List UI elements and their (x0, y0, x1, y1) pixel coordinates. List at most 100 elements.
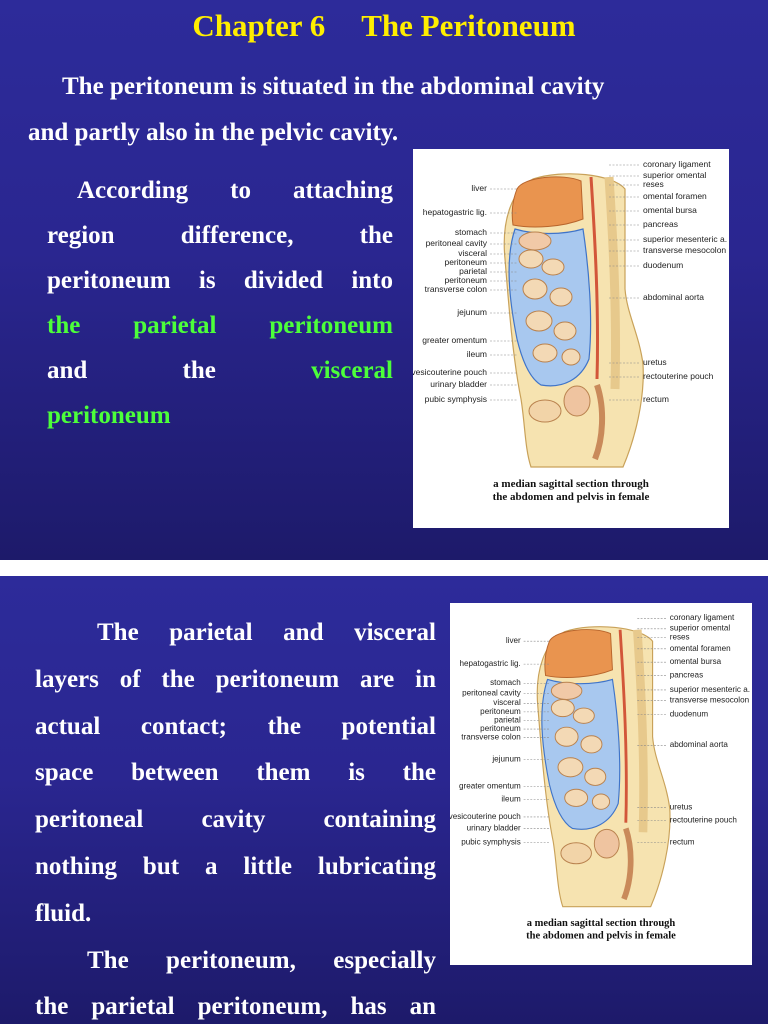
word: attaching (293, 177, 393, 204)
intestine-loop (549, 287, 573, 307)
figure-label: liver (471, 183, 487, 193)
classification-paragraph: According to attaching region difference… (47, 168, 393, 438)
title-chapter: Chapter 6 (192, 8, 326, 43)
uterus-shape (593, 828, 620, 859)
figure-label: jejunum (491, 755, 521, 764)
figure-label: peritoneum (480, 707, 521, 716)
body-line: fluid. (35, 899, 92, 927)
intestine-loop (525, 310, 553, 332)
body-paragraph: The parietal and visceral layers of the … (35, 610, 436, 1024)
para-line-5: and the visceral (47, 348, 393, 393)
figure-caption: the abdomen and pelvis in female (526, 930, 676, 941)
body-line: The peritoneum, especially (87, 946, 436, 974)
intestine-loop (522, 278, 548, 300)
figure-label: vesicouterine pouch (450, 812, 521, 821)
word: to (230, 177, 251, 204)
figure-label: peritoneum (480, 724, 521, 733)
figure-label: pancreas (643, 219, 678, 229)
figure-label: abdominal aorta (643, 292, 704, 302)
word: the (359, 222, 393, 249)
figure-label: urinary bladder (467, 823, 521, 832)
figure-label: uretus (670, 802, 693, 811)
body-line: nothing but a little lubricating (35, 852, 436, 880)
para-line-2: region difference, the (47, 213, 393, 258)
aorta-shape (618, 629, 628, 823)
intestine-loop (564, 788, 589, 807)
figure-label: transverse colon (461, 733, 521, 742)
intro-line-2: and partly also in the pelvic cavity. (28, 119, 399, 146)
figure-label: peritoneum (444, 257, 487, 267)
intestine-loop (541, 258, 565, 276)
term-parietal: peritoneum (269, 312, 393, 339)
body-line: the parietal peritoneum, has an (35, 993, 436, 1021)
figure-label: rectouterine pouch (670, 816, 737, 825)
figure-label: coronary ligament (670, 613, 735, 622)
figure-label: jejunum (456, 307, 487, 317)
figure-label: uretus (643, 357, 667, 367)
figure-label: superior omental (643, 170, 706, 180)
figure-label: hepatogastric lig. (459, 659, 520, 668)
figure-label: pancreas (670, 671, 703, 680)
intestine-loop (561, 348, 581, 366)
term-parietal: the (47, 312, 81, 339)
figure-label: peritoneal cavity (426, 238, 488, 248)
figure-label: duodenum (670, 710, 709, 719)
figure-label: omental bursa (643, 205, 697, 215)
spine-shape (633, 629, 648, 833)
figure-label: greater omentum (459, 781, 521, 790)
figure-label: pubic symphysis (425, 394, 487, 404)
figure-label: omental foramen (643, 191, 707, 201)
intestine-loop (550, 698, 575, 718)
intestine-loop (553, 321, 577, 341)
bladder-shape (528, 399, 562, 423)
term-visceral: visceral (311, 357, 393, 384)
figure-caption: a median sagittal section through (493, 478, 649, 490)
figure-label: superior mesenteric a. (670, 685, 750, 694)
intestine-loop (518, 249, 544, 269)
slide-separator (0, 560, 768, 576)
figure-label: rectum (670, 838, 695, 847)
slide-2: The parietal and visceral layers of the … (0, 576, 768, 1024)
body-line: The parietal and visceral (97, 619, 436, 646)
slide-title: Chapter 6 The Peritoneum (0, 8, 768, 44)
intestine-loop (572, 707, 595, 724)
body-line: space between them is the (35, 759, 436, 787)
body-line: peritoneal cavity containing (35, 806, 436, 834)
stomach-shape (518, 231, 552, 251)
figure-label: stomach (490, 678, 521, 687)
figure-label: superior omental (670, 624, 731, 633)
figure-label: greater omentum (422, 335, 487, 345)
intestine-loop (580, 735, 603, 754)
stomach-shape (550, 681, 583, 700)
rectum-shape (592, 384, 606, 461)
para-line-6: peritoneum (47, 402, 171, 429)
para-line-3: peritoneum is divided into (47, 267, 393, 294)
figure-label: ileum (501, 795, 521, 804)
bladder-shape (560, 842, 592, 865)
figure-caption: the abdomen and pelvis in female (493, 491, 650, 503)
word: and (47, 357, 88, 384)
figure-label: ileum (467, 349, 487, 359)
para-line-1: According to attaching (47, 168, 393, 213)
intestine-loop (532, 343, 558, 363)
title-topic: The Peritoneum (361, 8, 576, 43)
word: According (77, 177, 189, 204)
figure-label: urinary bladder (430, 379, 487, 389)
figure-label: rectum (643, 394, 669, 404)
rectum-shape (621, 827, 634, 901)
figure-label: reses (643, 179, 664, 189)
figure-label: transverse mesocolon (670, 695, 749, 704)
word: region (47, 222, 115, 249)
figure-label: coronary ligament (643, 159, 711, 169)
para-line-4: the parietal peritoneum (47, 303, 393, 348)
figure-label: superior mesenteric a. (643, 234, 727, 244)
spine-shape (604, 176, 621, 390)
figure-label: pubic symphysis (461, 838, 521, 847)
figure-label: stomach (455, 227, 487, 237)
figure-label: rectouterine pouch (643, 371, 714, 381)
figure-label: transverse colon (425, 284, 488, 294)
figure-label: omental bursa (670, 657, 722, 666)
